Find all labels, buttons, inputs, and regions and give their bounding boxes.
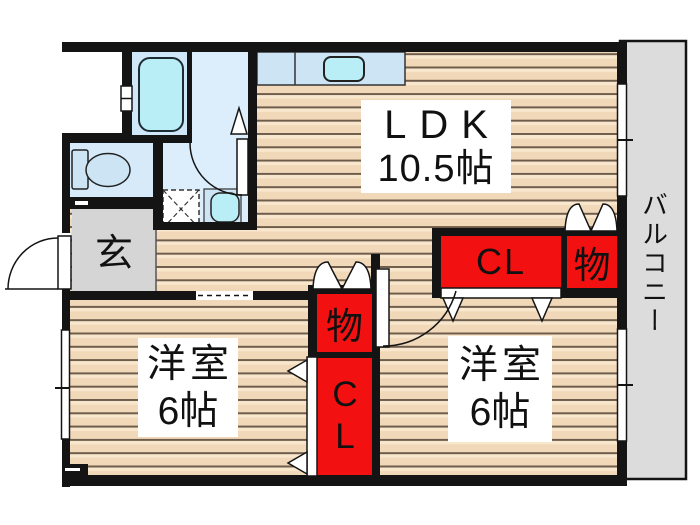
closet-main-label: CL: [475, 241, 527, 282]
ldk-balcony-window: [616, 83, 633, 197]
bedroom-right-window: [616, 328, 633, 442]
bedroom-left-sliding-door: [196, 291, 253, 300]
storage-main-label: 物: [573, 245, 611, 286]
bedroom-right-label: 洋室 6帖: [448, 336, 552, 442]
bedroom-left-window: [55, 329, 71, 440]
kitchen-counter: [256, 51, 406, 86]
ldk-size: 10.5帖: [377, 147, 495, 190]
washing-machine-pan: [162, 189, 200, 229]
closet-center-label: CL: [325, 374, 365, 459]
ldk-name: LDK: [384, 102, 501, 147]
balcony-label: バルコニー: [638, 190, 669, 336]
outside-notch: [58, 52, 122, 133]
bedroom-left-label: 洋室 6帖: [138, 338, 238, 437]
washroom: [163, 52, 248, 230]
bathtub: [138, 57, 184, 132]
bedroom-left-size: 6帖: [157, 389, 219, 433]
wall-tick: [75, 201, 88, 205]
bedroom-right-name: 洋室: [458, 344, 545, 387]
main-closet-block: [432, 203, 627, 323]
bathroom-window: [120, 85, 133, 112]
bedroom-right-size: 6帖: [469, 391, 531, 434]
washroom-door: [189, 105, 249, 196]
bedroom-left-name: 洋室: [146, 342, 233, 386]
front-door: [5, 233, 72, 290]
wall-tick: [65, 468, 80, 471]
storage-center-label: 物: [326, 306, 363, 347]
entrance-label: 玄: [94, 233, 133, 275]
bedroom-right-door: [375, 268, 457, 348]
balcony: [618, 39, 688, 481]
entrance-hall: [72, 208, 156, 291]
ldk-room-label: LDK 10.5帖: [361, 100, 511, 193]
toilet: [71, 149, 131, 190]
center-closet-block: [286, 254, 380, 478]
